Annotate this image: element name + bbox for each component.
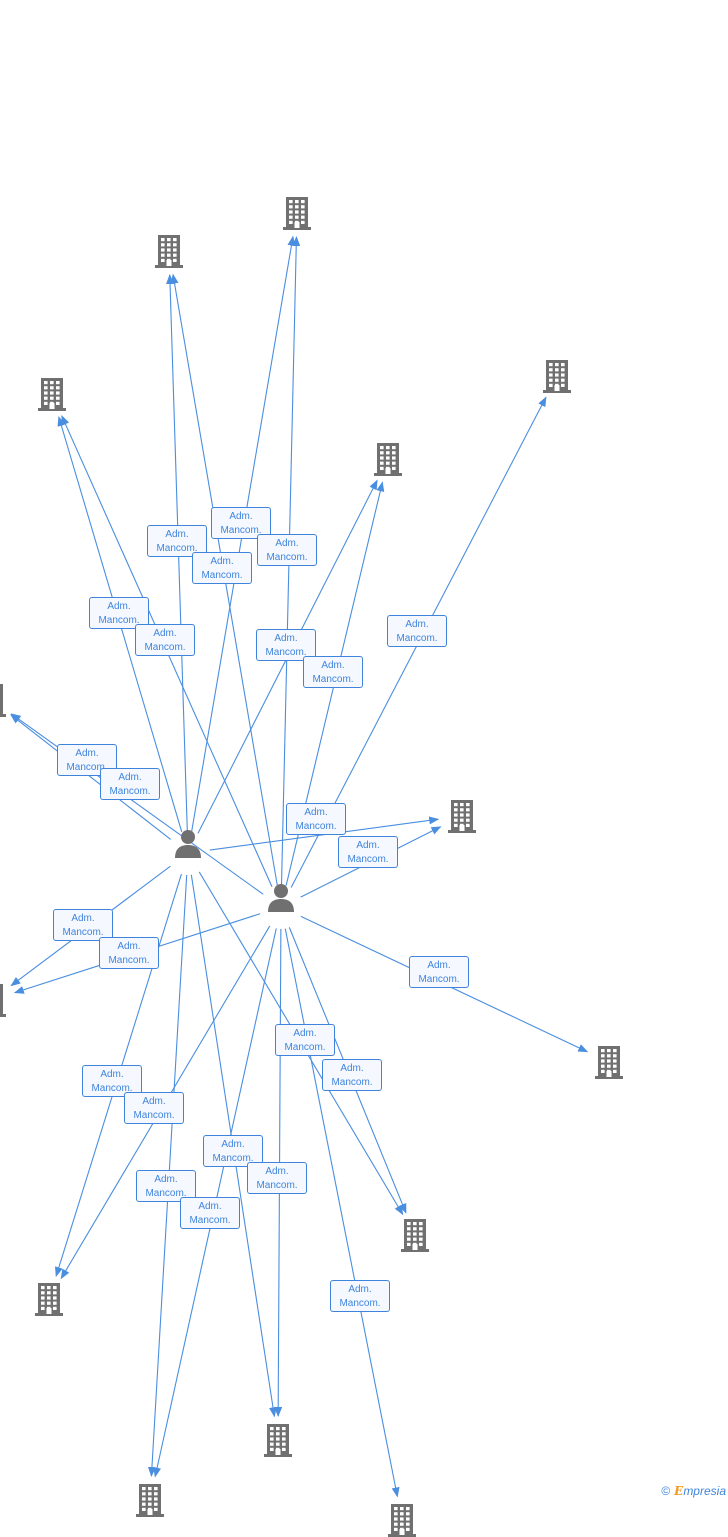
- building-icon: [136, 1483, 164, 1517]
- relation-badge[interactable]: Adm. Mancom.: [203, 1135, 263, 1167]
- relation-badge[interactable]: Adm. Mancom.: [387, 615, 447, 647]
- footer-brand[interactable]: ©Empresia: [661, 1484, 726, 1498]
- relation-edge: [10, 714, 171, 840]
- building-icon: [388, 1503, 416, 1537]
- relation-badge[interactable]: Adm. Mancom.: [409, 956, 469, 988]
- brand-logo-initial: E: [674, 1484, 684, 1498]
- relation-badge[interactable]: Adm. Mancom.: [136, 1170, 196, 1202]
- relation-badge[interactable]: Adm. Mancom.: [100, 768, 160, 800]
- relation-badge[interactable]: Adm. Mancom.: [192, 552, 252, 584]
- building-icon: [35, 1282, 63, 1316]
- person-icon: [268, 884, 294, 912]
- building-icon: [0, 983, 6, 1017]
- relation-badge[interactable]: Adm. Mancom.: [247, 1162, 307, 1194]
- building-icon: [401, 1218, 429, 1252]
- relation-badge[interactable]: Adm. Mancom.: [275, 1024, 335, 1056]
- relation-badge[interactable]: Adm. Mancom.: [99, 937, 159, 969]
- building-icon: [595, 1045, 623, 1079]
- relation-edge: [10, 713, 264, 895]
- relation-badge[interactable]: Adm. Mancom.: [286, 803, 346, 835]
- building-icon: [0, 683, 6, 717]
- relation-badge[interactable]: Adm. Mancom.: [211, 507, 271, 539]
- copyright-symbol: ©: [661, 1484, 671, 1498]
- building-icon: [374, 442, 402, 476]
- person-icon: [175, 830, 201, 858]
- relation-badge[interactable]: Adm. Mancom.: [338, 836, 398, 868]
- relation-badge[interactable]: Adm. Mancom.: [53, 909, 113, 941]
- building-icon: [155, 234, 183, 268]
- building-icon: [38, 377, 66, 411]
- relation-badge[interactable]: Adm. Mancom.: [180, 1197, 240, 1229]
- relation-badge[interactable]: Adm. Mancom.: [135, 624, 195, 656]
- relation-badge[interactable]: Adm. Mancom.: [303, 656, 363, 688]
- brand-name: mpresia: [683, 1484, 726, 1498]
- building-icon: [264, 1423, 292, 1457]
- relation-badge[interactable]: Adm. Mancom.: [330, 1280, 390, 1312]
- relation-badge[interactable]: Adm. Mancom.: [322, 1059, 382, 1091]
- building-icon: [448, 799, 476, 833]
- building-icon: [283, 196, 311, 230]
- relation-edge: [284, 928, 400, 1498]
- relation-badge[interactable]: Adm. Mancom.: [257, 534, 317, 566]
- relation-badge[interactable]: Adm. Mancom.: [82, 1065, 142, 1097]
- relation-badge[interactable]: Adm. Mancom.: [124, 1092, 184, 1124]
- relation-badge[interactable]: Adm. Mancom.: [256, 629, 316, 661]
- relation-badge[interactable]: Adm. Mancom.: [147, 525, 207, 557]
- relation-badge[interactable]: Adm. Mancom.: [89, 597, 149, 629]
- building-icon: [543, 359, 571, 393]
